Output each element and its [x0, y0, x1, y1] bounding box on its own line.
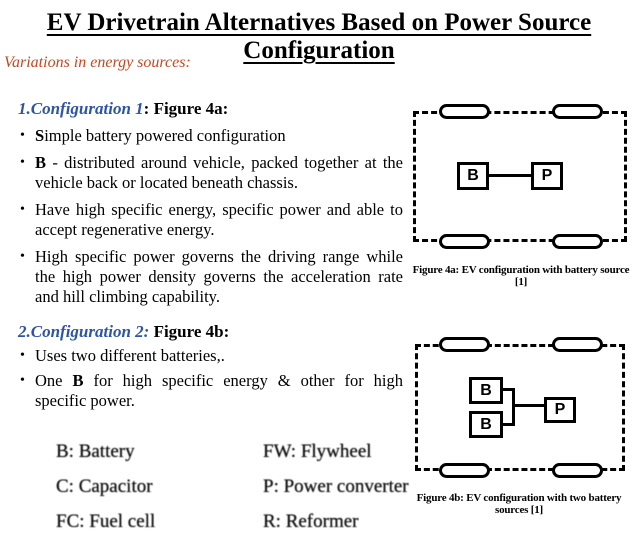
figure-4b-caption: Figure 4b: EV configuration with two bat…	[416, 492, 622, 516]
vehicle-chassis-outline	[415, 344, 625, 471]
bullet-text: Have high specific energy, specific powe…	[35, 200, 403, 240]
wire-to-converter	[512, 404, 544, 407]
bullet-text: Uses two different batteries,.	[35, 346, 403, 366]
bullet-marker: •	[20, 373, 25, 388]
bullet-text-part: imple battery powered configuration	[44, 126, 286, 145]
wheel-rear-left	[439, 463, 490, 478]
bullet-text-part: Have high specific energy, specific powe…	[35, 200, 403, 239]
legend-flywheel: FW: Flywheel	[263, 441, 372, 462]
power-converter-box: P	[531, 162, 563, 190]
bullet-simple-battery: • Simple battery powered configuration	[20, 126, 403, 146]
section2-heading: 2.Configuration 2: Figure 4b:	[18, 322, 229, 342]
bullet-marker: •	[20, 249, 25, 264]
section2-heading-black: Figure 4b:	[149, 322, 230, 341]
bullet-marker: •	[20, 348, 25, 363]
wheel-front-left	[439, 104, 490, 119]
wheel-front-right	[552, 104, 603, 119]
section1-heading-black: : Figure 4a:	[143, 99, 229, 118]
bullet-text-part: One	[35, 371, 73, 390]
wheel-rear-left	[439, 234, 490, 249]
bullet-battery-distribution: • B - distributed around vehicle, packed…	[20, 153, 403, 193]
bullet-one-battery-each: • One B for high specific energy & other…	[20, 371, 403, 411]
vehicle-chassis-outline	[413, 111, 627, 242]
bullet-text: B - distributed around vehicle, packed t…	[35, 153, 403, 193]
legend-reformer: R: Reformer	[263, 511, 359, 532]
section2-heading-colored: 2.Configuration 2:	[18, 322, 150, 341]
wire-battery1-branch	[501, 388, 515, 391]
bullet-text: High specific power governs the driving …	[35, 247, 403, 307]
bullet-text-part: - distributed around vehicle, packed tog…	[35, 153, 403, 192]
section1-heading: 1.Configuration 1: Figure 4a:	[18, 99, 228, 119]
wheel-front-right	[552, 337, 603, 352]
legend-capacitor: C: Capacitor	[56, 476, 153, 497]
battery2-box: B	[469, 411, 503, 438]
wire-battery-to-converter	[487, 174, 533, 177]
wheel-rear-right	[552, 234, 603, 249]
bullet-driving-range: • High specific power governs the drivin…	[20, 247, 403, 307]
battery-box: B	[457, 162, 489, 190]
bullet-text-bold: B	[35, 153, 47, 172]
subtitle-note: Variations in energy sources:	[4, 54, 191, 71]
wheel-rear-right	[552, 463, 603, 478]
bullet-text-part: for high specific energy & other for hig…	[35, 371, 403, 410]
bullet-specific-energy: • Have high specific energy, specific po…	[20, 200, 403, 240]
bullet-text-bold: S	[35, 126, 45, 145]
bullet-text-bold: B	[72, 371, 84, 390]
legend-power-converter: P: Power converter	[263, 476, 409, 497]
bullet-marker: •	[20, 128, 25, 143]
bullet-marker: •	[20, 155, 25, 170]
legend-battery: B: Battery	[56, 441, 135, 462]
legend-fuel-cell: FC: Fuel cell	[56, 511, 156, 532]
wheel-front-left	[439, 337, 490, 352]
bullet-text-part: Uses two different batteries,.	[35, 346, 225, 365]
figure-4a-caption: Figure 4a: EV configuration with battery…	[412, 264, 630, 288]
battery1-box: B	[469, 377, 503, 404]
bullet-text: One B for high specific energy & other f…	[35, 371, 403, 411]
bullet-text-part: High specific power governs the driving …	[35, 247, 403, 306]
wire-junction-vertical	[512, 388, 515, 426]
bullet-two-batteries: • Uses two different batteries,.	[20, 346, 403, 366]
bullet-marker: •	[20, 202, 25, 217]
page-title: EV Drivetrain Alternatives Based on Powe…	[46, 9, 592, 64]
section1-heading-colored: 1.Configuration 1	[18, 99, 144, 118]
wire-battery2-branch	[501, 423, 515, 426]
bullet-text: Simple battery powered configuration	[35, 126, 403, 146]
power-converter-box: P	[544, 397, 576, 423]
